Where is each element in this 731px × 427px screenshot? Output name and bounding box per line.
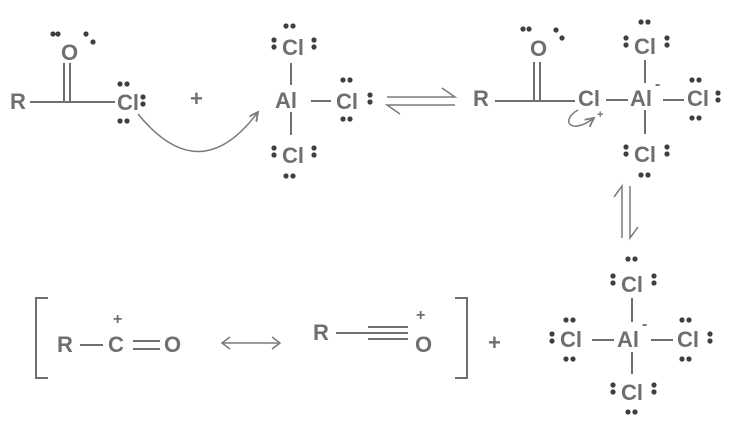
- right-bracket: [455, 297, 468, 379]
- acylium-form1-c: C: [108, 332, 124, 357]
- alcl4-lone-pairs-cl-left: [549, 317, 576, 362]
- complex-al: Al: [630, 86, 652, 111]
- complex-al-charge: -: [655, 76, 660, 93]
- alcl4-lone-pairs-cl-top: [610, 256, 657, 286]
- acyl-chloride-r: R: [10, 89, 26, 114]
- equilibrium-arrow-icon: [384, 87, 458, 115]
- complex-lone-pairs-cl-bottom: [623, 144, 670, 178]
- alcl4-lone-pairs-cl-bottom: [610, 382, 657, 415]
- tetrachloroaluminate: Al - Cl Cl Cl Cl: [549, 256, 713, 415]
- complex-cl-top: Cl: [634, 34, 656, 59]
- acylium-form1-r: R: [57, 332, 73, 357]
- plus-sign-bottom: +: [488, 330, 501, 355]
- alcl3-al: Al: [275, 88, 297, 113]
- acyl-chloride-alcl3-complex: R O Cl + Al - Cl Cl Cl: [473, 19, 721, 178]
- complex-o: O: [530, 36, 547, 61]
- alcl4-al: Al: [617, 327, 639, 352]
- complex-cl-bridge: Cl: [578, 86, 600, 111]
- alcl4-cl-left: Cl: [560, 327, 582, 352]
- aluminum-chloride: Al Cl Cl Cl: [271, 23, 373, 179]
- complex-lone-pairs-cl-right: [689, 77, 721, 121]
- complex-cl-charge: +: [597, 109, 603, 121]
- complex-curved-arrow-icon: [568, 109, 594, 126]
- alcl3-cl-top: Cl: [282, 35, 304, 60]
- complex-r: R: [473, 86, 489, 111]
- acylium-form1-o: O: [164, 332, 181, 357]
- acyl-chloride-o: O: [61, 40, 78, 65]
- acylium-form2-r: R: [313, 320, 329, 345]
- acyl-chloride: R O Cl: [10, 31, 146, 124]
- alcl4-lone-pairs-cl-right: [679, 317, 713, 362]
- alcl3-cl-bottom: Cl: [282, 143, 304, 168]
- acylium-ion-resonance: R C + O R O +: [35, 297, 468, 379]
- acylium-form2-o: O: [415, 332, 432, 357]
- left-bracket: [35, 297, 48, 379]
- lone-pairs-cl-top: [271, 23, 317, 50]
- curved-arrow-icon: [137, 112, 258, 153]
- alcl4-cl-right: Cl: [677, 327, 699, 352]
- acylium-form1-charge: +: [113, 311, 122, 328]
- complex-lone-pairs-o: [520, 26, 565, 41]
- alcl4-cl-bottom: Cl: [621, 380, 643, 405]
- resonance-arrow-icon: [220, 336, 282, 350]
- complex-lone-pairs-cl-top: [623, 19, 670, 48]
- acyl-chloride-cl: Cl: [117, 90, 139, 115]
- lone-pairs-cl: [117, 81, 146, 124]
- complex-cl-bottom: Cl: [634, 142, 656, 167]
- alcl4-cl-top: Cl: [621, 272, 643, 297]
- alcl4-charge: -: [642, 316, 647, 333]
- complex-cl-right: Cl: [687, 86, 709, 111]
- acylium-form2-charge: +: [416, 307, 425, 324]
- plus-sign-top: +: [190, 86, 203, 111]
- lone-pairs-cl-right: [340, 77, 373, 122]
- lone-pairs-cl-bottom: [271, 145, 317, 179]
- vertical-equilibrium-arrow-icon: [613, 183, 639, 241]
- alcl3-cl-right: Cl: [336, 89, 358, 114]
- lone-pairs-o: [50, 31, 96, 45]
